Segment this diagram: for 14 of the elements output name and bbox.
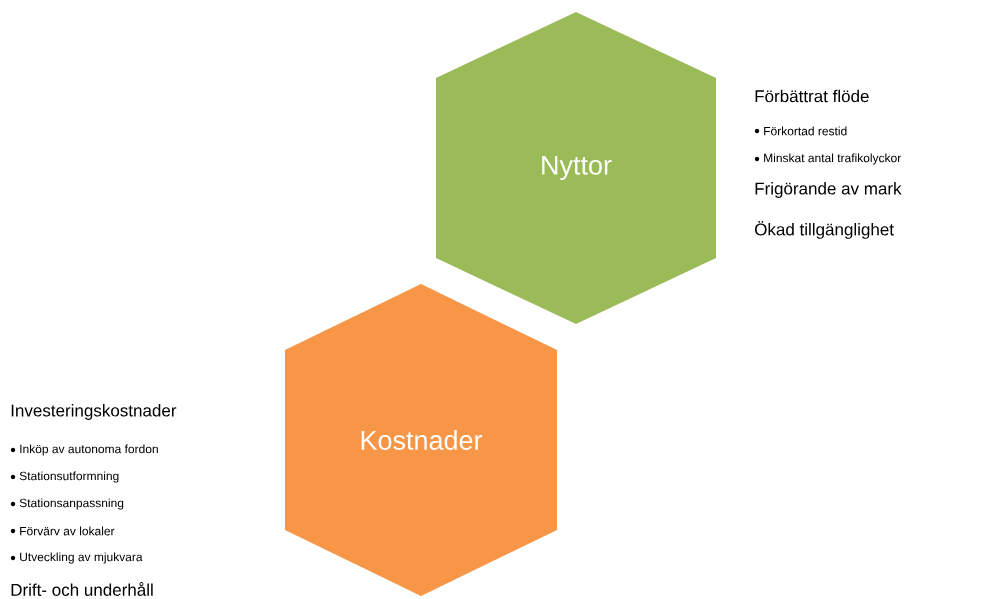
- hexagon: Nyttor: [436, 12, 716, 324]
- heading-text: Investeringskostnader: [11, 404, 177, 420]
- bullet-item: Stationsanpassning: [19, 498, 124, 510]
- bullet-item: Stationsutformning: [19, 471, 119, 483]
- heading-text: Drift- och underhåll: [11, 582, 153, 596]
- bullet-item: Inköp av autonoma fordon: [20, 444, 158, 456]
- bullet-item: Förkortad restid: [764, 126, 847, 136]
- hexagon: Kostnader: [285, 284, 557, 596]
- heading-text: Frigörande av mark: [755, 182, 902, 198]
- bullet-item: Förvärv av lokaler: [20, 526, 115, 536]
- heading-text: Ökad tillgänglighet: [755, 221, 894, 239]
- bullet-item: Utveckling av mjukvara: [20, 552, 143, 564]
- bullet-item: Minskat antal trafikolyckor: [764, 153, 901, 165]
- heading-text: Förbättrat flöde: [755, 89, 869, 103]
